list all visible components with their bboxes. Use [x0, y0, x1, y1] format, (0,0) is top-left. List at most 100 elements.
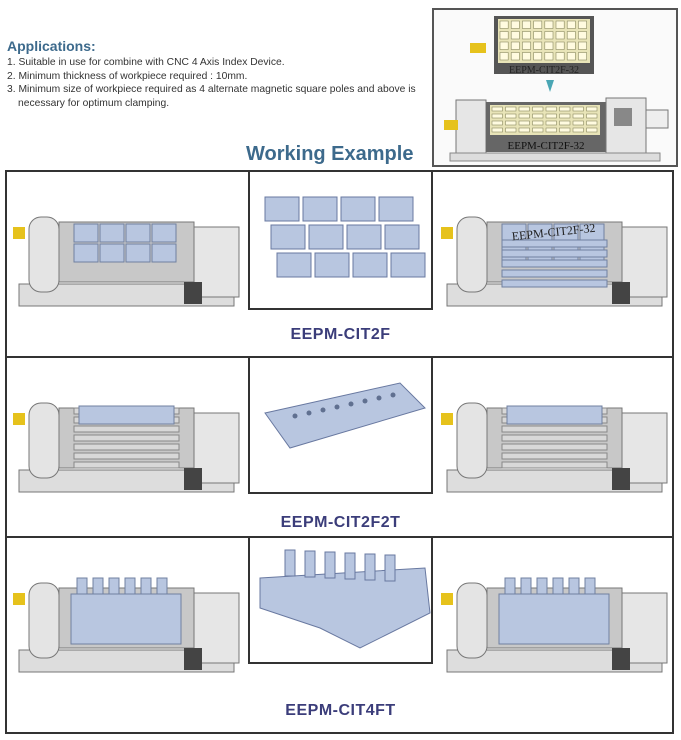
workpiece-block — [390, 252, 426, 278]
base — [449, 152, 661, 162]
machine-illustration-left — [9, 358, 245, 508]
pole-square — [522, 20, 531, 29]
workpiece — [264, 382, 426, 449]
application-item: 1. Suitable in use for combine with CNC … — [7, 57, 285, 68]
headstock — [456, 216, 488, 293]
control-panel — [614, 108, 632, 126]
pole-square — [555, 20, 565, 29]
pole-square — [533, 31, 543, 40]
control-box — [184, 468, 202, 490]
workpiece — [70, 593, 182, 645]
bolt-icon — [13, 593, 25, 605]
pole-grid-squares — [499, 20, 587, 61]
workpiece-tooth — [304, 550, 316, 578]
chuck-fin — [501, 269, 608, 278]
pole-square — [518, 120, 530, 126]
working-example-grid: EEPM-CIT2F-32 EEPM-CIT2F EEPM-CIT2F2T — [5, 170, 674, 734]
control-box — [612, 468, 630, 490]
workpiece-block — [314, 252, 350, 278]
application-item: 3. Minimum size of workpiece required as… — [7, 84, 416, 109]
motor — [645, 109, 669, 129]
bolt-hole — [292, 413, 298, 419]
workpiece-tooth — [156, 577, 168, 597]
pole-square — [491, 127, 503, 133]
pole-square — [572, 120, 584, 126]
control-box — [612, 648, 630, 670]
pole-grid-squares — [491, 106, 598, 133]
machine-illustration-right — [437, 538, 673, 688]
pole-square — [532, 106, 544, 112]
pole-square — [522, 31, 531, 40]
headstock — [456, 582, 488, 659]
tailstock — [193, 592, 240, 664]
workpiece-tooth — [140, 577, 152, 597]
pole-square — [510, 20, 520, 29]
machine-label: EEPM-CIT2F-32 — [508, 140, 585, 152]
chuck-fin — [73, 434, 180, 442]
tailstock — [621, 412, 668, 484]
workpiece-frame — [248, 358, 433, 494]
bolt-icon — [470, 43, 486, 53]
control-box — [184, 648, 202, 670]
pole-square — [566, 52, 576, 61]
workpiece — [78, 405, 175, 425]
pole-square — [586, 106, 598, 112]
top-figure: EEPM-CIT2F-32 EEPM-CIT2F-32 — [432, 8, 678, 167]
bolt-icon — [441, 593, 453, 605]
bolt-hole — [348, 401, 354, 407]
chuck-fin — [501, 239, 608, 248]
chuck-fin — [501, 259, 608, 268]
workpiece-block — [346, 224, 382, 250]
machine-illustration-left — [9, 172, 245, 322]
workpiece-block — [99, 243, 125, 263]
pole-square — [522, 41, 531, 50]
applications-section: Applications: 1. Suitable in use for com… — [7, 38, 427, 110]
applications-list: 1. Suitable in use for combine with CNC … — [7, 56, 427, 110]
pole-square — [499, 31, 509, 40]
headstock — [28, 402, 60, 479]
workpiece-tooth — [364, 553, 376, 581]
workpiece-block — [125, 223, 151, 243]
pole-square — [572, 106, 584, 112]
cnc-index-device-icon — [441, 577, 668, 673]
workpiece-block — [99, 223, 125, 243]
pole-square — [533, 52, 543, 61]
workpiece — [259, 567, 431, 649]
cnc-index-device-icon: EEPM-CIT2F-32 — [441, 216, 668, 307]
tailstock — [193, 226, 240, 298]
chuck-fin — [73, 443, 180, 451]
pole-square — [566, 31, 576, 40]
workpiece-illustration — [250, 358, 431, 488]
pole-square — [578, 20, 587, 29]
bolt-icon — [441, 227, 453, 239]
cnc-index-device-icon — [13, 577, 240, 673]
pole-square — [572, 127, 584, 133]
workpiece-tooth — [92, 577, 104, 597]
chuck-fin — [73, 425, 180, 433]
headstock — [28, 582, 60, 659]
workpiece-block — [125, 243, 151, 263]
chuck-fin — [501, 279, 608, 288]
bolt-hole — [362, 398, 368, 404]
chuck-fin — [73, 461, 180, 469]
pole-square — [544, 31, 554, 40]
pole-square — [505, 127, 517, 133]
pole-square — [505, 113, 517, 119]
section-title: Working Example — [246, 143, 414, 165]
bolt-icon — [13, 413, 25, 425]
workpiece-block — [270, 224, 306, 250]
workpiece — [498, 593, 610, 645]
example-row-cit2f2t: EEPM-CIT2F2T — [7, 358, 672, 538]
headstock — [456, 402, 488, 479]
workpiece-block — [302, 196, 338, 222]
model-label: EEPM-CIT2F2T — [280, 514, 401, 531]
pole-square — [499, 41, 509, 50]
workpiece-block — [264, 196, 300, 222]
chuck-fin — [501, 452, 608, 460]
workpiece-illustration — [250, 172, 431, 302]
chuck-fin — [501, 461, 608, 469]
pole-square — [522, 52, 531, 61]
pole-square — [505, 120, 517, 126]
bolt-hole — [306, 410, 312, 416]
workpiece-tooth — [384, 554, 396, 582]
